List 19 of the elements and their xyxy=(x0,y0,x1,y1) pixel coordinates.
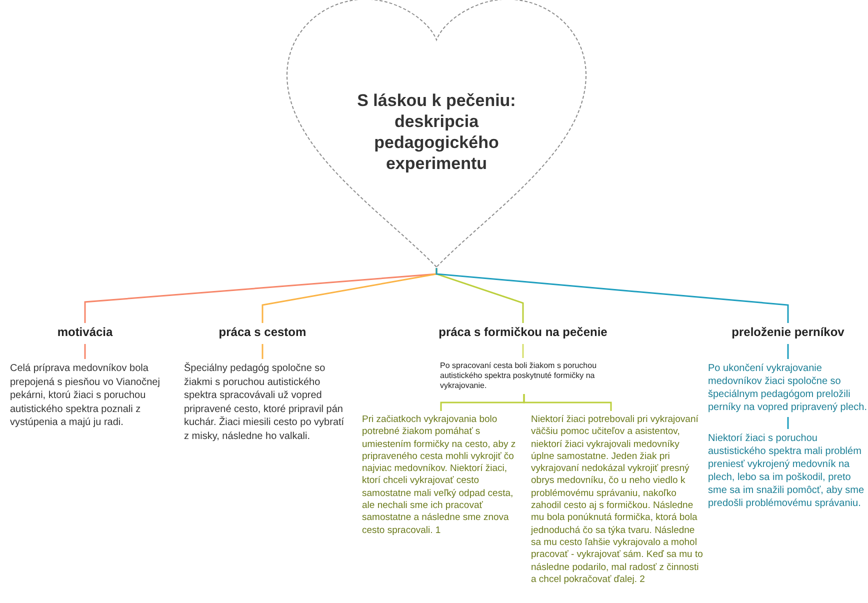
connector-line xyxy=(84,344,86,359)
category-heading: práca s formičkou na pečenie xyxy=(418,323,628,341)
category-heading: preloženie perníkov xyxy=(715,323,861,341)
connector-line xyxy=(523,394,612,411)
category-heading: motivácia xyxy=(20,323,150,341)
description-text: Pri začiatkoch vykrajovania bolo potrebné žiakom pomáhať s umiestením formičky na cesto, aby z pripraveného cesta mohli vykrojiť čo najviac medovníkov. Niektorí žiaci, ktorí chceli vykrajovať cesto samostatne mali veľký odpad cesta, ale nechali sme ich pracovať samostatne a následne sme znova cesto spracovali. 1 xyxy=(362,414,528,537)
category-heading: práca s cestom xyxy=(190,323,335,341)
description-text: Niektorí žiaci s poruchou austistického spektra mali problém preniesť vykrojený medovník na plech, lebo sa im poškodil, preto sme sa im snažili pomôcť, aby sme predošli problémovému správaniu. xyxy=(708,432,868,510)
description-text: Po ukončení vykrajovanie medovníkov žiaci spoločne so špeciálnym pedagógom preložili perníky na vopred pripravený plech. xyxy=(708,362,868,414)
connector-line xyxy=(787,417,789,429)
connector-line xyxy=(787,344,789,359)
description-text: Po spracovaní cesta boli žiakom s poruchou autistického spektra poskytnuté formičky na vykrajovanie. xyxy=(440,361,608,391)
connector-line xyxy=(436,268,789,323)
description-text: Špeciálny pedagóg spoločne so žiakmi s poruchou autistického spektra spracovávali už vopred pripravené cesto, ktoré pripravil pán kuchár. Žiaci miesili cesto po vybratí z misky, následne ho valkali. xyxy=(184,362,349,443)
connector-line xyxy=(522,344,524,358)
connector-line xyxy=(262,344,264,359)
description-text: Celá príprava medovníkov bola prepojená s piesňou vo Vianočnej pekárni, ktorú žiaci s poruchou autistického spektra poznali z vystúpenia a majú ju radi. xyxy=(10,362,175,430)
title-text: S láskou k pečeniu: deskripcia pedagogického experimentu xyxy=(356,90,517,174)
description-text: Niektorí žiaci potrebovali pri vykrajovaní väčšiu pomoc učiteľov a asistentov, niektorí žiaci vykrajovali medovníky úplne samostatne. Jeden žiak pri vykrajovaní nedokázal vykrojiť presný obrys medovníku, čo u neho viedlo k problémovému správaniu, nakoľko zahodil cesto aj s formičkou. Následne mu bola ponúknutá formička, ktorá bola jednoduchá čo sa týka tvaru. Následne sa mu cesto ľahšie vykrajovalo a mohol pracovať - vykrajovať sám. Keď sa mu to následne podarilo, mal radosť z činnosti a chcel pokračovať ďalej. 2 xyxy=(531,414,703,586)
